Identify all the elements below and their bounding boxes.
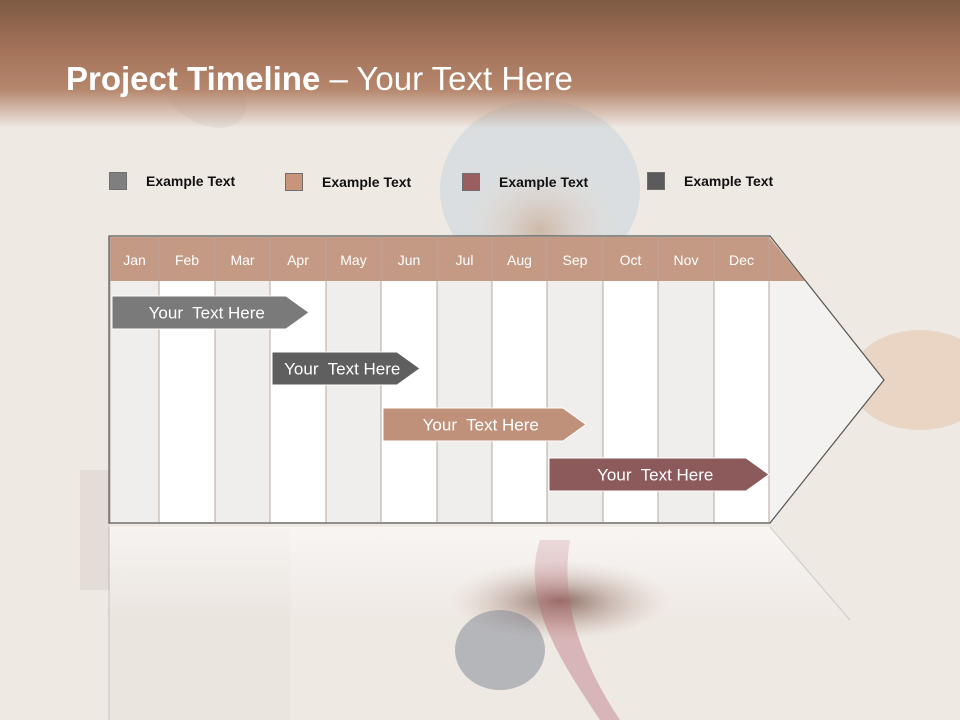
- task-bar[interactable]: Your Text Here: [271, 351, 421, 386]
- month-header-cell: [603, 237, 658, 281]
- month-header-cell: [110, 237, 159, 281]
- month-label: Jan: [123, 252, 146, 268]
- task-label: Your Text Here: [284, 360, 400, 379]
- month-column: [381, 281, 437, 522]
- month-header-cell: [714, 237, 769, 281]
- legend-swatch: [285, 173, 303, 191]
- month-header-cell: [381, 237, 437, 281]
- timeline-reflection: [109, 527, 850, 620]
- legend-item: Example Text: [285, 172, 411, 192]
- month-label: Nov: [674, 252, 699, 268]
- legend-swatch: [109, 172, 127, 190]
- month-header-cell: [492, 237, 547, 281]
- reflection-edge: [769, 526, 851, 621]
- legend-swatch: [647, 172, 665, 190]
- month-label: Dec: [729, 252, 754, 268]
- task-arrow[interactable]: [382, 407, 587, 442]
- month-label: Feb: [175, 252, 199, 268]
- month-header-cell: [658, 237, 714, 281]
- month-column: [492, 281, 547, 522]
- slide-title-rest: – Your Text Here: [320, 60, 573, 97]
- task-label: Your Text Here: [423, 416, 539, 435]
- legend-label: Example Text: [499, 174, 589, 190]
- task-bar[interactable]: Your Text Here: [548, 457, 770, 492]
- month-column: [437, 281, 492, 522]
- legend-item: Example Text: [109, 171, 235, 191]
- legend-item: Example Text: [647, 171, 773, 191]
- month-label: Jul: [456, 252, 474, 268]
- header-arrow-tip: [769, 237, 805, 281]
- task-label: Your Text Here: [597, 466, 713, 485]
- legend-label: Example Text: [322, 174, 412, 190]
- task-arrow[interactable]: [111, 295, 310, 330]
- task-arrow[interactable]: [548, 457, 770, 492]
- month-label: Jun: [398, 252, 421, 268]
- month-column: [326, 281, 381, 522]
- legend-swatch: [462, 173, 480, 191]
- month-label: Oct: [620, 252, 642, 268]
- month-header-cell: [159, 237, 215, 281]
- month-label: Mar: [230, 252, 254, 268]
- slide-title-main: Project Timeline: [66, 60, 321, 97]
- legend-label: Example Text: [684, 173, 774, 189]
- task-bar[interactable]: Your Text Here: [111, 295, 310, 330]
- month-header-cell: [326, 237, 381, 281]
- month-header-cell: [270, 237, 326, 281]
- month-header-cell: [437, 237, 492, 281]
- month-header-cell: [547, 237, 603, 281]
- month-label: Aug: [507, 252, 532, 268]
- title-bar: [0, 0, 960, 128]
- task-arrow[interactable]: [271, 351, 421, 386]
- month-header-cell: [215, 237, 270, 281]
- legend-label: Example Text: [146, 173, 236, 189]
- month-label: Apr: [287, 252, 309, 268]
- task-label: Your Text Here: [149, 304, 265, 323]
- month-label: May: [340, 252, 366, 268]
- month-label: Sep: [563, 252, 588, 268]
- task-bar[interactable]: Your Text Here: [382, 407, 587, 442]
- legend-item: Example Text: [462, 172, 588, 192]
- slide-title: Project Timeline – Your Text Here: [66, 60, 573, 98]
